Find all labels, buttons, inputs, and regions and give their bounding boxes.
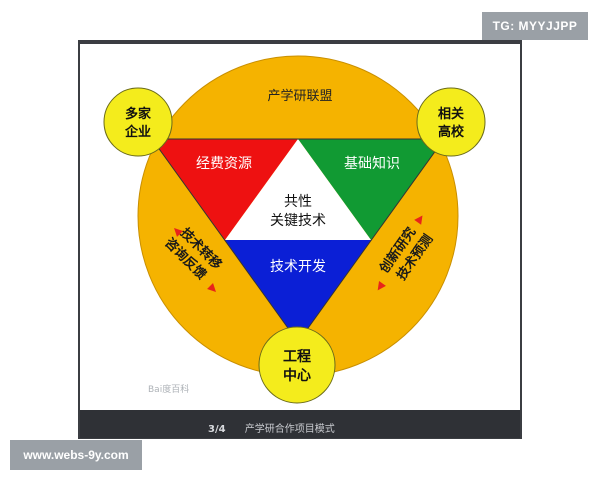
university-circle [416, 87, 486, 157]
website-tag: www.webs-9y.com [10, 440, 142, 470]
funding-label: 经费资源 [196, 156, 252, 172]
caption-bar [80, 410, 520, 438]
alliance-label: 产学研联盟 [267, 88, 332, 104]
caption-title: 产学研合作项目模式 [244, 424, 335, 435]
baidu-watermark: Bai度百科 [148, 383, 189, 395]
university-label-line1: 相关 [438, 106, 464, 122]
university-label-line2: 高校 [438, 124, 465, 140]
core-label-line2: 关键技术 [270, 213, 326, 229]
core-section [225, 139, 371, 240]
knowledge-label: 基础知识 [344, 155, 400, 172]
funding-section [152, 139, 298, 240]
engineering-center-label-line2: 中心 [283, 367, 311, 384]
core-label-line1: 共性 [284, 194, 312, 210]
knowledge-section [298, 139, 444, 240]
page-indicator: 3/4 [208, 424, 226, 435]
triangle-outline [151, 138, 445, 343]
enterprise-circle [103, 87, 173, 157]
engineering-center-label-line1: 工程 [283, 349, 311, 365]
telegram-tag: TG: MYYJJPP [482, 12, 588, 40]
engineering-center-circle [258, 326, 336, 404]
enterprise-label-line2: 企业 [124, 124, 151, 140]
slide-caption: 3/4 产学研合作项目模式 [208, 420, 335, 435]
enterprise-label-line1: 多家 [125, 106, 152, 122]
development-label: 技术开发 [270, 259, 326, 275]
development-section [225, 240, 371, 342]
